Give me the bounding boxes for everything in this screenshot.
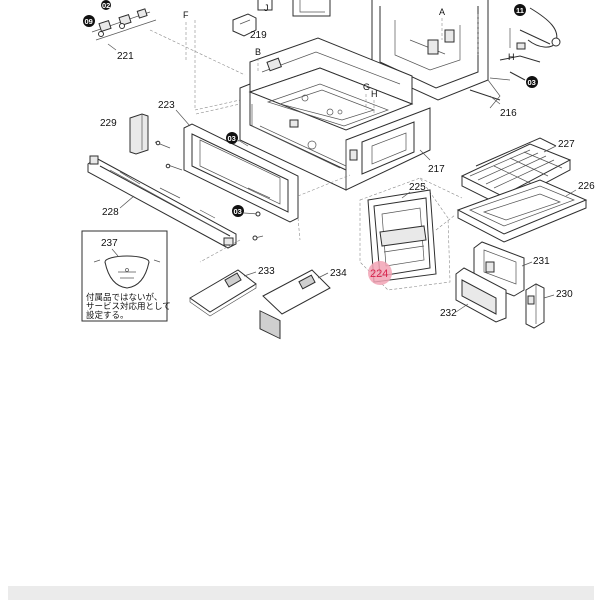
badge-03-right-icon: 03	[526, 76, 538, 88]
bracket-219[interactable]	[232, 0, 273, 37]
wire-harness-216[interactable]	[489, 7, 561, 81]
reference-letter-h-top: H	[508, 52, 515, 62]
note-line-2: サービス対応用として	[86, 301, 171, 311]
drip-tray-226[interactable]	[456, 179, 588, 243]
label-217: 217	[428, 164, 445, 175]
chassis-tray-217[interactable]	[239, 37, 431, 191]
reference-letter-j: J	[264, 3, 269, 13]
exploded-parts-diagram: 221 09 02 F J 219 A	[81, 0, 595, 340]
badge-09-icon: 09	[83, 15, 95, 27]
screw-set-221[interactable]	[91, 8, 157, 51]
door-frame-225[interactable]	[359, 177, 451, 291]
horizontal-scrollbar[interactable]	[8, 586, 594, 600]
svg-text:03: 03	[528, 78, 536, 87]
label-228: 228	[102, 207, 119, 218]
part-230[interactable]	[525, 283, 545, 329]
label-229: 229	[100, 118, 117, 129]
note-line-3: 設定する。	[86, 310, 129, 320]
reference-letter-b: B	[255, 47, 261, 57]
label-223: 223	[158, 100, 175, 111]
label-230: 230	[556, 289, 573, 300]
svg-text:224: 224	[370, 268, 388, 280]
badge-02-icon: 02	[101, 0, 111, 10]
label-227: 227	[558, 139, 575, 150]
reference-letter-a: A	[439, 7, 445, 17]
label-221: 221	[117, 51, 134, 62]
label-232: 232	[440, 308, 457, 319]
svg-text:02: 02	[102, 1, 110, 10]
panel-232[interactable]	[455, 267, 507, 323]
reference-letter-h: H	[371, 89, 378, 99]
note-line-1: 付属品ではないが、	[86, 292, 162, 302]
cover-panel-223[interactable]	[183, 123, 299, 340]
svg-text:09: 09	[85, 17, 93, 26]
manual-233[interactable]	[189, 269, 257, 317]
label-231: 231	[533, 256, 550, 267]
badge-03-bottom-icon: 03	[232, 205, 244, 217]
label-233: 233	[258, 266, 275, 277]
manual-234[interactable]	[262, 269, 331, 315]
highlighted-part-224[interactable]: 224	[368, 261, 392, 285]
side-bracket-229[interactable]	[129, 113, 149, 155]
label-225: 225	[409, 182, 426, 193]
svg-text:11: 11	[516, 6, 524, 15]
grill-rack-227[interactable]	[460, 137, 572, 207]
label-237: 237	[101, 238, 118, 249]
base-rail-228[interactable]	[87, 155, 237, 249]
label-234: 234	[330, 268, 347, 279]
label-216: 216	[500, 108, 517, 119]
svg-text:03: 03	[228, 134, 236, 143]
badge-03-left-icon: 03	[226, 132, 238, 144]
accessory-box-237[interactable]	[81, 230, 168, 322]
reference-letter-g: G	[363, 82, 370, 92]
label-219: 219	[250, 30, 267, 41]
label-226: 226	[578, 181, 595, 192]
svg-text:03: 03	[234, 207, 242, 216]
badge-11-icon: 11	[514, 4, 526, 16]
reference-letter-f: F	[183, 10, 189, 20]
